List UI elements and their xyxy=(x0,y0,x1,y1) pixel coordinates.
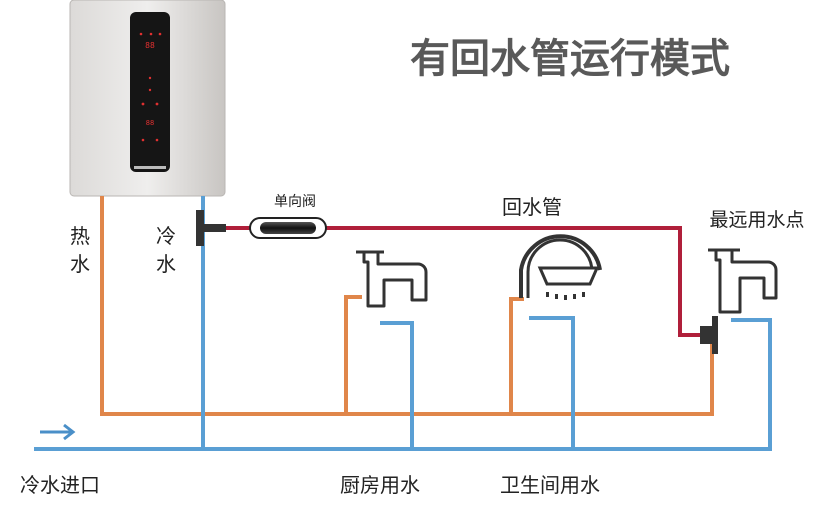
indicator-light xyxy=(158,32,162,36)
faucet-body xyxy=(714,250,778,314)
indicator-light xyxy=(141,138,145,142)
bathroom-label: 卫生间用水 xyxy=(500,473,600,497)
cold-water-label-top: 冷 xyxy=(156,224,176,248)
hot-branch-kitchen xyxy=(344,295,362,414)
kitchen-faucet xyxy=(356,250,428,308)
indicator-light xyxy=(155,138,159,142)
heater-small-digits: 88 xyxy=(146,119,154,127)
check-valve-core xyxy=(260,222,316,234)
kitchen-label: 厨房用水 xyxy=(340,473,420,497)
heater-panel-slot xyxy=(134,166,166,169)
return-main-line xyxy=(200,226,700,337)
indicator-light xyxy=(148,88,152,92)
hot-branch-bathroom xyxy=(509,297,524,414)
spray-drop xyxy=(573,294,576,299)
hot-water-label-top: 热 xyxy=(70,224,90,248)
shower-spray xyxy=(546,292,585,300)
indicator-light xyxy=(149,32,153,36)
diagram-title: 有回水管运行模式 xyxy=(410,36,730,82)
indicator-light xyxy=(155,102,159,106)
cold-inlet-label: 冷水进口 xyxy=(20,473,100,497)
shower-head xyxy=(519,234,602,300)
indicator-light xyxy=(141,102,145,106)
return-pipe xyxy=(200,226,700,337)
shower-head-body xyxy=(537,266,600,286)
cold-branch-kitchen xyxy=(380,321,414,449)
junction-body xyxy=(700,326,712,344)
spray-drop xyxy=(546,292,549,297)
shower-arm-inner xyxy=(526,238,594,298)
cold-main-line xyxy=(34,318,772,451)
junction-flange xyxy=(712,316,718,354)
cold-branch-bathroom xyxy=(529,316,575,449)
hot-main-line xyxy=(100,196,714,416)
indicator-light xyxy=(148,76,152,80)
heater-control-panel xyxy=(130,12,170,172)
return-junction xyxy=(700,316,718,354)
tee-arm xyxy=(196,224,226,232)
heater-return-tee xyxy=(196,210,226,246)
cold-water-pipe xyxy=(34,196,772,451)
hot-water-label-bottom: 水 xyxy=(70,252,90,276)
cold-inlet-arrow xyxy=(40,423,76,441)
faucet-body xyxy=(362,252,428,308)
arrow-head xyxy=(63,423,76,441)
farthest-point-label: 最远用水点 xyxy=(709,209,804,231)
check-valve xyxy=(249,217,327,239)
water-heater: 88 88 xyxy=(69,0,226,197)
return-pipe-label: 回水管 xyxy=(502,195,562,219)
cold-water-label-bottom: 水 xyxy=(156,252,176,276)
farthest-faucet xyxy=(708,248,778,314)
hot-water-pipe xyxy=(100,196,714,416)
spray-drop xyxy=(582,292,585,297)
check-valve-label: 单向阀 xyxy=(274,194,316,210)
indicator-light xyxy=(139,32,143,36)
shower-arm xyxy=(519,234,602,298)
spray-drop xyxy=(555,294,558,299)
heater-display-digits: 88 xyxy=(145,41,155,50)
spray-drop xyxy=(564,295,567,300)
